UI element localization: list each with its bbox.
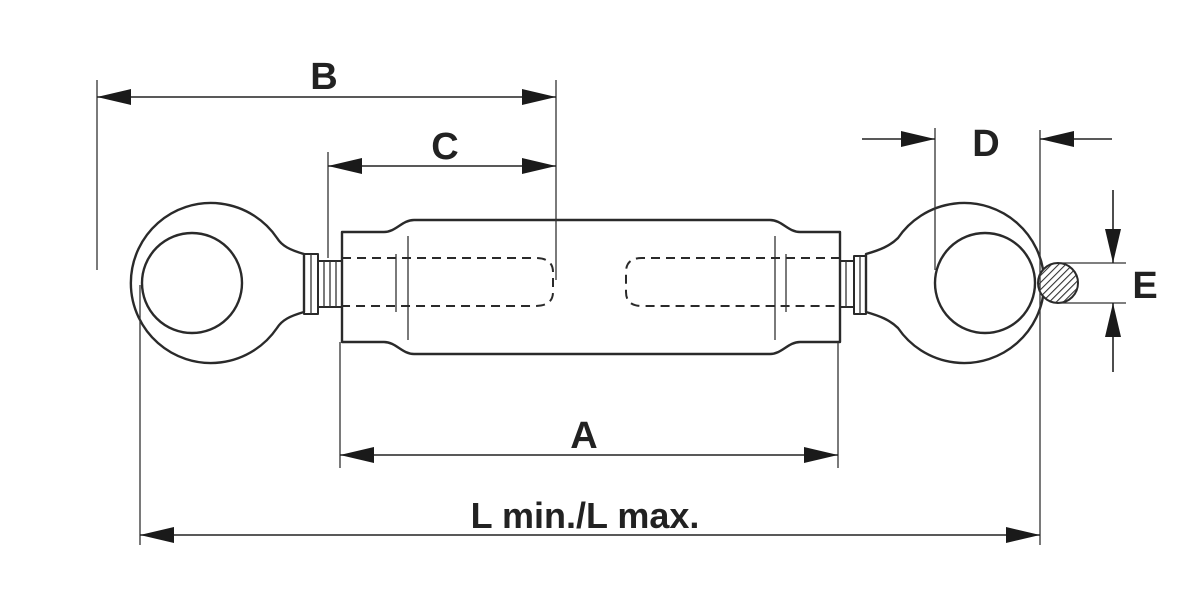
label-e: E — [1132, 265, 1157, 307]
right-eye-bolt — [839, 201, 1079, 365]
right-eye-outline — [864, 201, 1046, 365]
dimension-e: E — [1058, 190, 1158, 372]
dimension-l: L min./L max. — [139, 130, 1041, 545]
label-c: C — [431, 126, 458, 168]
left-eye-hole — [140, 231, 244, 335]
label-a: A — [570, 415, 597, 457]
dimension-b: B — [96, 56, 557, 280]
hidden-thread-right — [625, 257, 840, 307]
dimension-d: D — [862, 123, 1112, 270]
body-outline — [340, 218, 842, 356]
label-l: L min./L max. — [471, 495, 700, 536]
dimension-a: A — [339, 342, 839, 468]
dimension-c: C — [327, 126, 556, 258]
turnbuckle-body — [340, 218, 842, 356]
right-eye-hole — [933, 231, 1037, 335]
right-threaded-rod — [839, 260, 855, 308]
left-eye-bolt — [129, 201, 343, 365]
hidden-thread-left — [342, 257, 554, 307]
left-eye-outline — [129, 201, 306, 365]
wire-section-hatched — [1037, 262, 1079, 304]
label-b: B — [310, 56, 337, 98]
label-d: D — [972, 123, 999, 165]
